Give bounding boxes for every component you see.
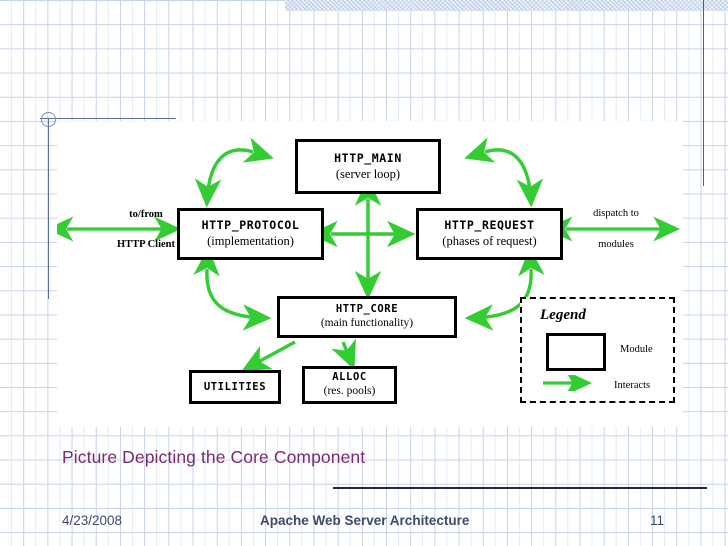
footer-divider [333, 487, 707, 489]
decorative-horizontal-line [40, 118, 176, 119]
module-title: HTTP_CORE [335, 303, 399, 316]
label-modules: modules [598, 239, 634, 250]
module-box-http-protocol[interactable]: HTTP_PROTOCOL (implementation) [177, 208, 324, 260]
module-subtitle: (res. pools) [323, 385, 376, 398]
label-dispatch-to: dispatch to [593, 208, 639, 219]
module-subtitle: (main functionality) [320, 317, 414, 330]
slide-caption: Picture Depicting the Core Component [62, 447, 366, 467]
label-to-from: to/from [129, 209, 163, 220]
legend-module-swatch [546, 333, 606, 371]
diagram-picture-area: HTTP_MAIN (server loop) HTTP_PROTOCOL (i… [57, 121, 683, 427]
module-box-http-request[interactable]: HTTP_REQUEST (phases of request) [416, 208, 563, 260]
label-http-client: HTTP Client [116, 239, 176, 250]
module-subtitle: (phases of request) [442, 234, 537, 249]
legend-interacts-label: Interacts [614, 380, 651, 391]
legend-title: Legend [540, 307, 586, 323]
module-title: ALLOC [332, 371, 367, 384]
module-box-http-main[interactable]: HTTP_MAIN (server loop) [295, 139, 441, 194]
module-box-alloc[interactable]: ALLOC (res. pools) [302, 366, 397, 404]
decorative-vertical-line [48, 118, 49, 299]
legend-arrow-icon [543, 375, 593, 391]
top-dithered-band [285, 0, 728, 11]
right-vertical-rule [703, 0, 704, 186]
module-title: HTTP_REQUEST [444, 218, 535, 233]
footer-title: Apache Web Server Architecture [260, 513, 470, 528]
module-subtitle: (server loop) [335, 166, 401, 181]
module-title: UTILITIES [203, 380, 267, 393]
decorative-circle-icon [41, 112, 56, 127]
module-title: HTTP_PROTOCOL [201, 218, 300, 233]
legend-module-label: Module [620, 344, 653, 355]
module-title: HTTP_MAIN [334, 150, 402, 165]
footer-page-number: 11 [650, 513, 665, 528]
module-box-utilities[interactable]: UTILITIES [189, 370, 281, 404]
footer-date: 4/23/2008 [62, 513, 123, 528]
module-subtitle: (implementation) [207, 234, 294, 249]
legend-box: Legend Module Interacts [520, 297, 675, 403]
module-box-http-core[interactable]: HTTP_CORE (main functionality) [277, 296, 457, 338]
